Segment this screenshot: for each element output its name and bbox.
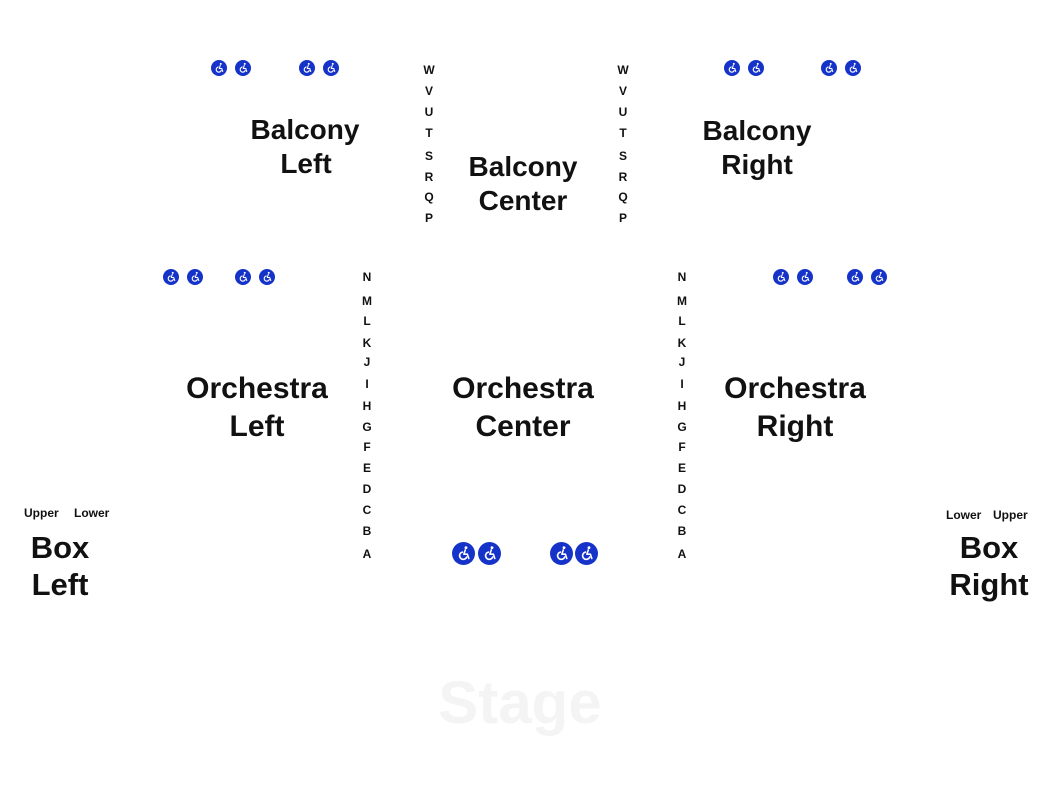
balcony-right-label-line1: Balcony — [702, 115, 812, 146]
row-letter-s: S — [618, 149, 627, 163]
row-letter-c: C — [677, 503, 687, 517]
row-letter-f: F — [678, 440, 686, 454]
row-letter-v: V — [424, 84, 433, 98]
wheelchair-icon[interactable] — [477, 541, 501, 565]
row-letter-a: A — [677, 547, 687, 561]
wheelchair-icon[interactable] — [299, 60, 315, 76]
row-letter-d: D — [677, 482, 687, 496]
balcony-right-label-line2: Right — [721, 149, 793, 180]
row-letter-f: F — [363, 440, 371, 454]
row-letter-t: T — [425, 126, 433, 140]
row-letter-j: J — [363, 355, 371, 369]
row-letter-a: A — [362, 547, 372, 561]
orchestra-right-label-line1: Orchestra — [724, 372, 866, 405]
row-letter-b: B — [677, 524, 687, 538]
orchestra-left-label[interactable]: Orchestra Left — [172, 370, 342, 446]
row-letter-r: R — [618, 170, 628, 184]
row-letter-h: H — [677, 399, 687, 413]
row-letter-w: W — [423, 63, 435, 77]
row-letter-d: D — [362, 482, 372, 496]
balcony-left-label-line2: Left — [280, 148, 332, 179]
balcony-left-label[interactable]: Balcony Left — [235, 113, 375, 181]
row-letter-t: T — [619, 126, 627, 140]
box-left-upper-label: Upper — [24, 506, 59, 520]
orchestra-center-label[interactable]: Orchestra Center — [438, 370, 608, 446]
wheelchair-icon[interactable] — [259, 269, 275, 285]
row-letter-s: S — [424, 149, 433, 163]
orchestra-right-label-line2: Right — [756, 410, 834, 443]
row-letter-l: L — [678, 314, 686, 328]
stage-label: Stage — [438, 669, 602, 736]
box-right-upper-label: Upper — [993, 508, 1028, 522]
row-letter-i: I — [680, 377, 684, 391]
orchestra-right-label[interactable]: Orchestra Right — [710, 370, 880, 446]
balcony-center-label-line2: Center — [478, 185, 568, 216]
row-letter-m: M — [677, 294, 687, 308]
wheelchair-icon[interactable] — [748, 60, 764, 76]
row-letter-r: R — [424, 170, 434, 184]
row-letter-w: W — [617, 63, 629, 77]
box-left-label-line2: Left — [31, 567, 89, 602]
orchestra-left-label-line1: Orchestra — [186, 372, 328, 405]
wheelchair-icon[interactable] — [574, 541, 598, 565]
wheelchair-icon[interactable] — [847, 269, 863, 285]
box-right-lower-label: Lower — [946, 508, 982, 522]
box-left-lower-label: Lower — [74, 506, 110, 520]
balcony-center-label[interactable]: Balcony Center — [453, 150, 593, 218]
box-right-label-line1: Box — [959, 530, 1019, 565]
row-letter-g: G — [677, 420, 687, 434]
orchestra-center-label-line1: Orchestra — [452, 372, 594, 405]
row-letter-m: M — [362, 294, 372, 308]
row-letter-k: K — [362, 336, 372, 350]
wheelchair-icon[interactable] — [845, 60, 861, 76]
row-letter-q: Q — [618, 190, 628, 204]
row-letter-g: G — [362, 420, 372, 434]
row-letter-n: N — [362, 270, 372, 284]
orchestra-left-label-line2: Left — [229, 410, 285, 443]
wheelchair-icon[interactable] — [163, 269, 179, 285]
wheelchair-icon[interactable] — [187, 269, 203, 285]
wheelchair-icon[interactable] — [451, 541, 475, 565]
row-letter-c: C — [362, 503, 372, 517]
row-letter-e: E — [362, 461, 371, 475]
row-letter-i: I — [365, 377, 369, 391]
box-right-label[interactable]: Box Right — [933, 529, 1045, 603]
row-letter-p: P — [618, 211, 627, 225]
box-left-label-line1: Box — [30, 530, 90, 565]
orchestra-center-label-line2: Center — [475, 410, 571, 443]
wheelchair-icon[interactable] — [323, 60, 339, 76]
wheelchair-icon[interactable] — [235, 269, 251, 285]
balcony-left-label-line1: Balcony — [250, 114, 360, 145]
balcony-center-label-line1: Balcony — [468, 151, 578, 182]
row-letter-h: H — [362, 399, 372, 413]
box-left-label[interactable]: Box Left — [10, 529, 110, 603]
row-letter-p: P — [424, 211, 433, 225]
wheelchair-icon[interactable] — [797, 269, 813, 285]
row-letter-l: L — [363, 314, 371, 328]
balcony-right-label[interactable]: Balcony Right — [687, 114, 827, 182]
row-letter-u: U — [424, 105, 434, 119]
row-letter-v: V — [618, 84, 627, 98]
wheelchair-icon[interactable] — [549, 541, 573, 565]
wheelchair-icon[interactable] — [773, 269, 789, 285]
row-letter-j: J — [678, 355, 686, 369]
wheelchair-icon[interactable] — [821, 60, 837, 76]
row-letter-n: N — [677, 270, 687, 284]
wheelchair-icon[interactable] — [235, 60, 251, 76]
row-letter-e: E — [677, 461, 686, 475]
wheelchair-icon[interactable] — [211, 60, 227, 76]
row-letter-b: B — [362, 524, 372, 538]
row-letter-u: U — [618, 105, 628, 119]
box-right-label-line2: Right — [949, 567, 1029, 602]
wheelchair-icon[interactable] — [871, 269, 887, 285]
row-letter-k: K — [677, 336, 687, 350]
wheelchair-icon[interactable] — [724, 60, 740, 76]
row-letter-q: Q — [424, 190, 434, 204]
